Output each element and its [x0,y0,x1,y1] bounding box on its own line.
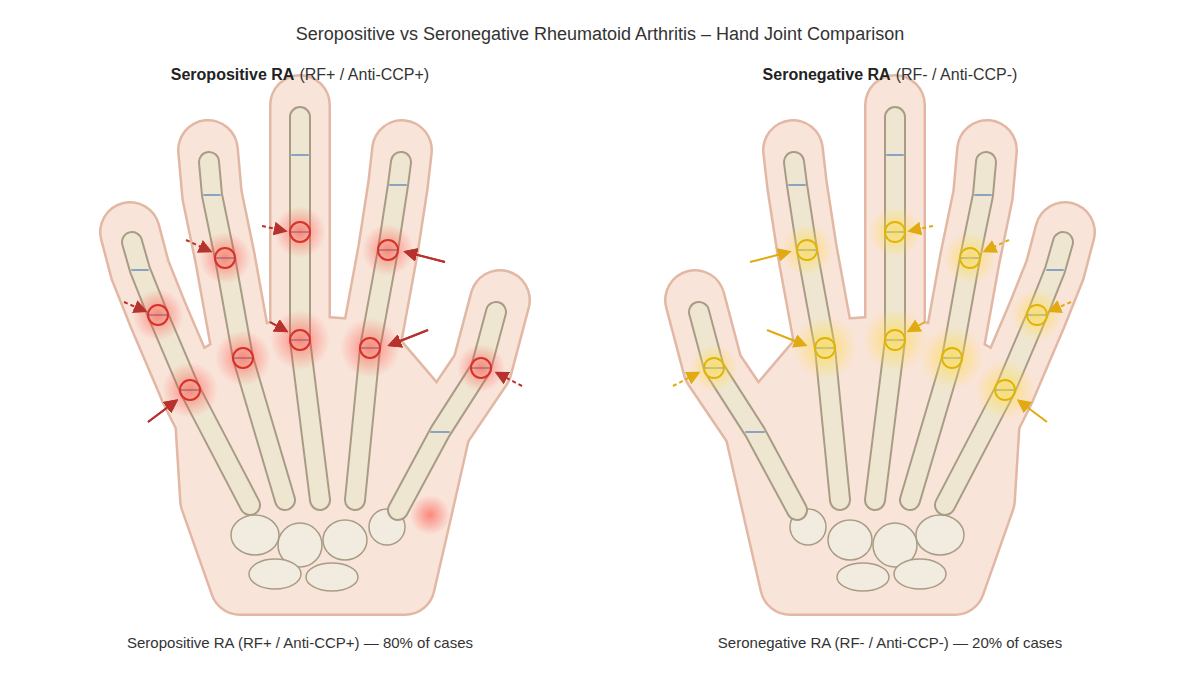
seronegative-hand [673,105,1071,591]
panel-caption: Seronegative RA (RF- / Anti-CCP-) — 20% … [718,634,1062,651]
seropositive-hand [124,105,522,591]
text-row: Seronegative RA (RF- / Anti-CCP-) — 20% … [718,634,1062,651]
panel-subheading: (RF+ / Anti-CCP+) [299,66,429,84]
panel-heading: Seronegative RA [763,66,891,84]
diagram-title: Seropositive vs Seronegative Rheumatoid … [296,24,904,45]
panel-subheading: (RF- / Anti-CCP-) [896,66,1018,84]
panel-heading: Seropositive RA [171,66,295,84]
text-row: Seropositive RA (RF+ / Anti-CCP+) — 80% … [127,634,473,651]
panel-caption: Seropositive RA (RF+ / Anti-CCP+) — 80% … [127,634,473,651]
title-row: Seropositive vs Seronegative Rheumatoid … [296,24,904,45]
text-row: Seropositive RA(RF+ / Anti-CCP+) [171,66,429,84]
text-row: Seronegative RA (RF- / Anti-CCP-) [763,66,1018,84]
